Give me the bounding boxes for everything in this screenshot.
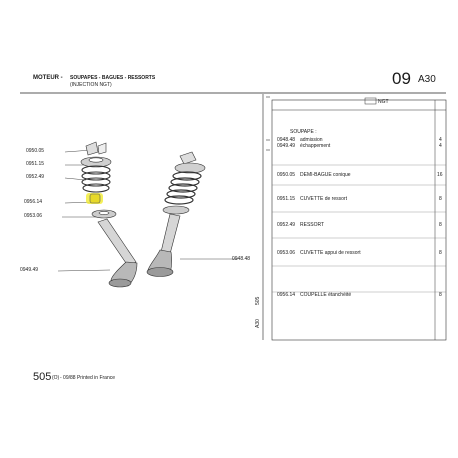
- left-valve-assembly: [80, 141, 138, 288]
- table-row-desc: CUVETTE appui de ressort: [300, 250, 361, 256]
- callout-seal: 0956.14: [24, 199, 43, 205]
- table-row-desc: DEMI-BAGUE conique: [300, 172, 351, 178]
- table-row-ref: 0953.06: [277, 250, 296, 256]
- table-row-qty: 8: [439, 292, 442, 298]
- right-valve-assembly: [146, 151, 206, 277]
- side-code-page: A30: [255, 319, 261, 328]
- table-row-ref: 0956.14: [277, 292, 296, 298]
- callout-keepers: 0950.05: [26, 148, 45, 154]
- table-row-qty: 4: [439, 143, 442, 149]
- table-row-desc: échappement: [300, 143, 331, 149]
- table-row-qty: 8: [439, 222, 442, 228]
- header-category: MOTEUR -: [33, 75, 63, 81]
- group-number: 09: [392, 69, 411, 88]
- variant-tag: NGT: [378, 99, 389, 105]
- callout-exhaust-valve: 0949.49: [20, 267, 39, 273]
- table-row-qty: 8: [439, 196, 442, 202]
- callout-intake-valve: 0948.48: [232, 256, 251, 262]
- callout-spring-retainer: 0951.15: [26, 161, 45, 167]
- table-row-qty: 4: [439, 137, 442, 143]
- table-frame: [271, 99, 447, 341]
- table-row-desc: CUVETTE de ressort: [300, 196, 347, 202]
- divider-ticks: [266, 96, 270, 151]
- table-row-desc: RESSORT: [300, 222, 325, 228]
- callout-leaders: [57, 149, 238, 272]
- footer-model: 505: [33, 371, 52, 383]
- table-row-ref: 0952.49: [277, 222, 296, 228]
- page-code: A30: [418, 74, 436, 85]
- table-row-ref: 0950.05: [277, 172, 296, 178]
- table-row-qty: 8: [439, 250, 442, 256]
- ngt-tag-box: [364, 97, 377, 105]
- table-row-desc: admission: [300, 137, 323, 143]
- table-row-desc: COUPELLE étanchéité: [300, 292, 352, 298]
- callout-spring: 0952.49: [26, 174, 45, 180]
- table-row-ref: 0949.49: [277, 143, 296, 149]
- header-subject-line2: (INJECTION NGT): [70, 82, 112, 88]
- side-code-model: 505: [255, 296, 261, 305]
- section-title: SOUPAPE :: [290, 129, 317, 135]
- table-row-qty: 16: [437, 172, 443, 178]
- header-subject-line1: SOUPAPES - BAGUES - RESSORTS: [70, 75, 156, 81]
- footer-version: (O): [52, 375, 60, 381]
- table-row-ref: 0948.48: [277, 137, 296, 143]
- table-row-ref: 0951.15: [277, 196, 296, 202]
- callout-seat-cup: 0953.06: [24, 213, 43, 219]
- table-row-separators: [272, 164, 446, 293]
- footer-print-info: - 09/88 Printed in France: [60, 375, 116, 381]
